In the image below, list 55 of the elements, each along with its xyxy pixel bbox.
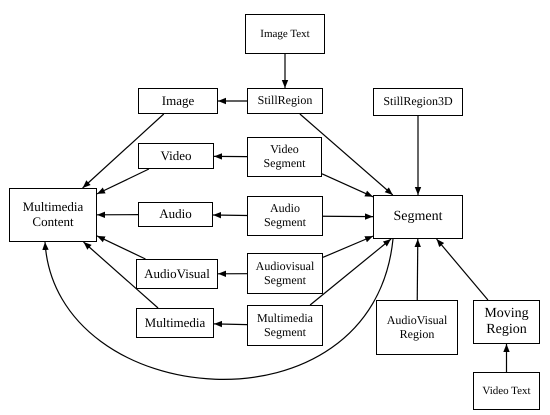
arrow — [44, 238, 394, 380]
node-label: Video Text — [482, 384, 531, 398]
arrow — [96, 235, 146, 260]
arrow — [414, 116, 422, 195]
node-label: Multimedia Content — [22, 200, 84, 230]
class-box — [247, 88, 323, 114]
arrow — [214, 320, 248, 328]
class-box — [247, 253, 323, 294]
arrow — [83, 242, 158, 308]
node-label: StillRegion — [258, 94, 312, 108]
class-box — [138, 88, 218, 114]
arrow — [213, 212, 247, 218]
arrow — [96, 168, 150, 194]
class-box — [373, 195, 463, 239]
node-label: Audio — [159, 207, 192, 222]
class-box — [247, 305, 323, 346]
node-label: Multimedia Segment — [256, 312, 314, 340]
class-box — [247, 137, 322, 177]
arrow — [300, 114, 394, 196]
class-box — [138, 202, 213, 227]
class-box — [376, 300, 458, 355]
arrow — [214, 153, 247, 160]
arrow — [282, 54, 288, 88]
node-label: Moving Region — [483, 306, 530, 338]
node-label: Multimedia — [144, 316, 206, 330]
node-label: Video — [160, 148, 192, 164]
arrow — [97, 212, 138, 218]
arrow — [322, 236, 374, 258]
class-box — [473, 372, 540, 410]
node-label: Image — [162, 94, 194, 108]
node-label: AudioVisual Region — [386, 314, 448, 342]
node-label: Segment — [394, 208, 442, 226]
arrow — [323, 213, 373, 220]
arrow — [218, 270, 247, 277]
arrow — [436, 238, 488, 300]
arrow — [82, 114, 164, 188]
class-box — [373, 88, 463, 116]
node-label: Video Segment — [262, 143, 306, 171]
class-box — [245, 14, 325, 54]
node-label: Image Text — [260, 28, 310, 40]
node-label: StillRegion3D — [383, 95, 453, 109]
class-box — [136, 259, 218, 289]
arrow — [503, 344, 510, 372]
class-box — [9, 188, 97, 242]
arrow — [414, 239, 421, 300]
arrow — [218, 98, 247, 104]
class-box — [136, 308, 214, 338]
node-label: AudioVisual — [144, 266, 210, 282]
arrow — [322, 173, 374, 198]
arrow — [310, 238, 392, 306]
class-box — [247, 196, 323, 236]
node-label: Audiovisual Segment — [254, 260, 316, 288]
class-box — [473, 300, 540, 344]
class-box — [138, 143, 214, 169]
node-label: Audio Segment — [263, 202, 307, 230]
